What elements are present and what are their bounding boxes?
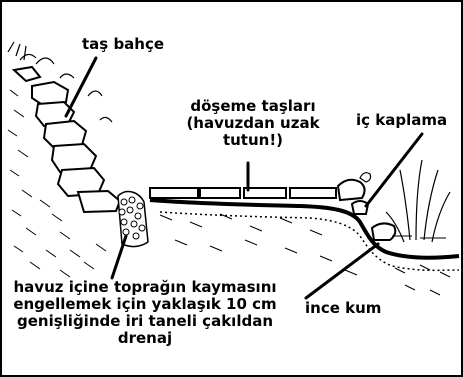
label-drainage: havuz içine toprağın kaymasını engelleme… [10, 279, 280, 347]
water-surface [392, 236, 446, 238]
leader-liner [366, 134, 422, 206]
paving-slabs [150, 188, 336, 198]
label-liner: iç kaplama [356, 112, 447, 129]
gravel-drainage [118, 192, 148, 247]
label-sand: ince kum [305, 300, 381, 317]
label-paving-stones: döşeme taşları (havuzdan uzak tutun!) [168, 98, 338, 149]
label-stone-garden: taş bahçe [82, 36, 164, 53]
leader-stone-garden [66, 58, 96, 116]
